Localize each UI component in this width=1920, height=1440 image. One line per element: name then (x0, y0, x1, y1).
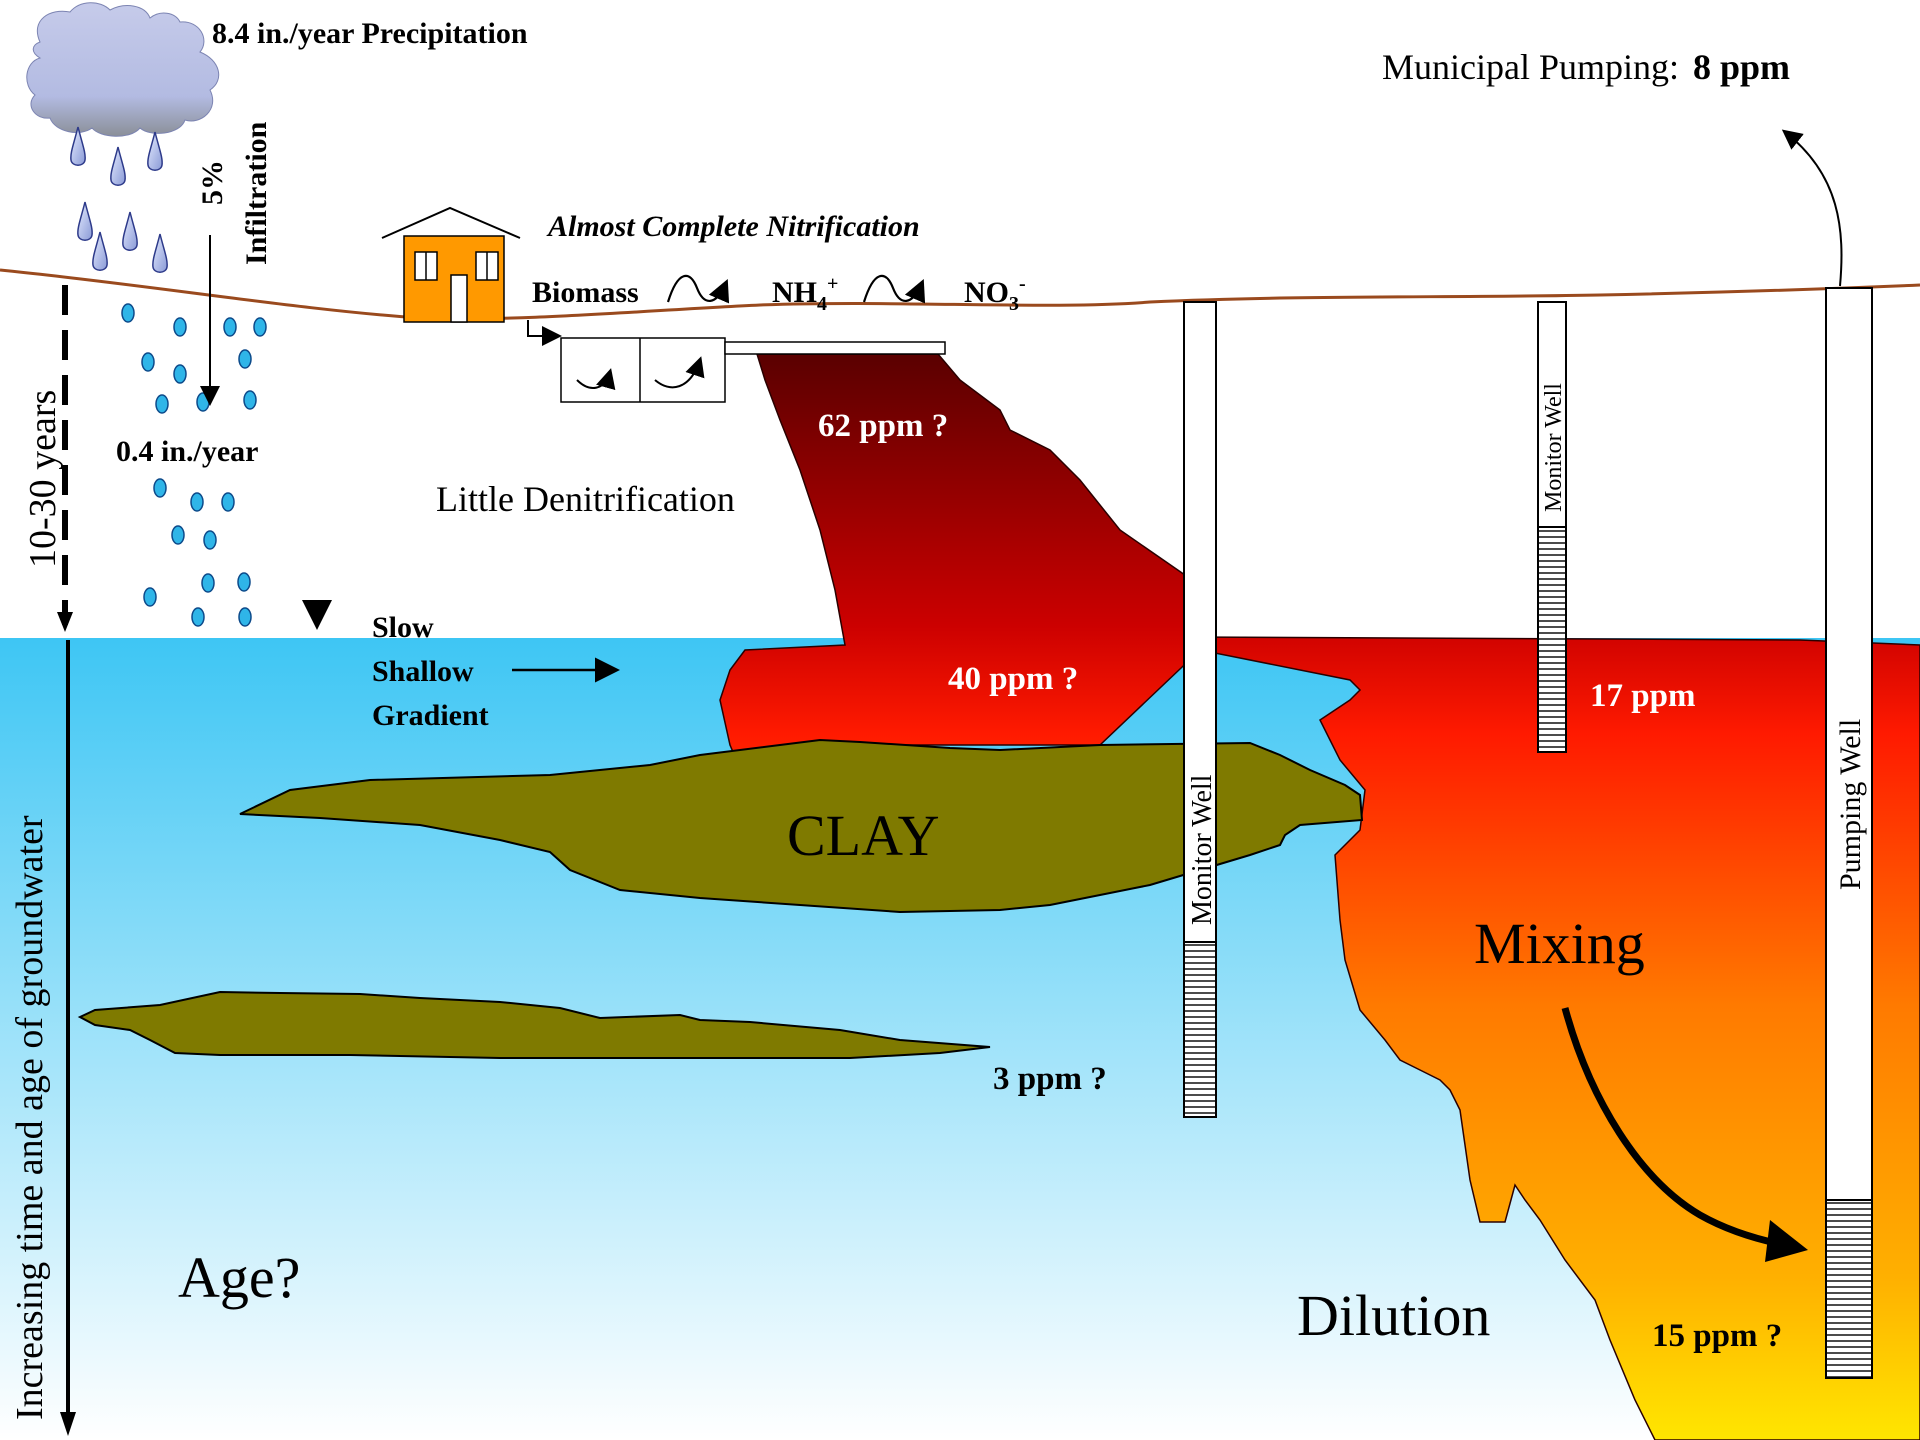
raindrop-icon (77, 201, 93, 241)
concentration-40: 40 ppm ? (948, 661, 1078, 697)
droplet-icon (155, 394, 169, 414)
droplet-icon (201, 573, 215, 593)
monitor-well-1 (1183, 301, 1217, 1118)
concentration-62: 62 ppm ? (818, 408, 948, 444)
clay-label: CLAY (787, 803, 940, 868)
age-label: Age? (178, 1245, 300, 1310)
nitrate-label: NO3- (964, 273, 1026, 315)
ammonium-subscript: 4 (817, 293, 827, 315)
nitrate-superscript: - (1019, 273, 1026, 295)
municipal-pumping-label: Municipal Pumping: 8 ppm (1382, 47, 1790, 87)
wavy-arrow-2 (862, 274, 926, 304)
municipal-pumping-arrow (1781, 129, 1843, 287)
drain-field-pipe (724, 341, 946, 355)
monitor-well-2 (1537, 301, 1567, 753)
biomass-label: Biomass (532, 276, 639, 309)
precipitation-label: 8.4 in./year Precipitation (212, 17, 528, 50)
droplet-icon (237, 572, 251, 592)
droplet-icon (238, 349, 252, 369)
monitor-well-2-label: Monitor Well (1541, 383, 1567, 512)
raindrop-icon (147, 131, 163, 171)
droplet-icon (141, 352, 155, 372)
septic-pipe (527, 320, 562, 346)
raindrop-icon (152, 233, 168, 273)
wavy-arrow-1 (666, 274, 730, 304)
concentration-3: 3 ppm ? (993, 1061, 1107, 1097)
concentration-15: 15 ppm ? (1652, 1318, 1782, 1354)
droplet-icon (153, 478, 167, 498)
time-span-arrowhead (57, 612, 73, 632)
gradient-line-1: Slow (372, 611, 434, 644)
clay-lens-lower (77, 990, 991, 1059)
droplet-icon (191, 607, 205, 627)
droplet-icon (238, 607, 252, 627)
house-icon (381, 206, 521, 323)
nitrate-base: NO (964, 276, 1009, 309)
droplet-icon (196, 392, 210, 412)
municipal-pumping-text: Municipal Pumping: (1382, 47, 1679, 87)
raindrop-icon (110, 146, 126, 186)
droplet-icon (121, 303, 135, 323)
mixing-label: Mixing (1474, 911, 1645, 976)
raindrops (70, 126, 168, 273)
raindrop-icon (92, 231, 108, 271)
dilution-label: Dilution (1297, 1283, 1490, 1348)
groundwater-age-arrowhead (60, 1412, 76, 1436)
nitrification-title: Almost Complete Nitrification (546, 210, 920, 243)
droplet-icon (190, 492, 204, 512)
droplet-icon (223, 317, 237, 337)
droplet-icon (253, 317, 267, 337)
gradient-line-3: Gradient (372, 699, 489, 732)
cloud-icon (26, 2, 220, 137)
groundwater-age-label: Increasing time and age of groundwater (9, 815, 51, 1420)
ground-surface-line (0, 268, 1920, 321)
ammonium-base: NH (772, 276, 817, 309)
raindrop-icon (70, 126, 86, 166)
time-span-label: 10-30 years (22, 390, 64, 568)
raindrop-icon (122, 211, 138, 251)
droplet-icon (173, 317, 187, 337)
septic-tank-icon (560, 337, 726, 403)
concentration-17: 17 ppm (1590, 678, 1695, 714)
municipal-pumping-value: 8 ppm (1693, 47, 1790, 87)
pumping-well (1825, 287, 1873, 1379)
droplet-icon (243, 390, 257, 410)
droplet-icon (221, 492, 235, 512)
droplet-icon (173, 364, 187, 384)
nitrate-subscript: 3 (1009, 293, 1019, 315)
monitor-well-1-label: Monitor Well (1187, 774, 1218, 925)
denitrification-label: Little Denitrification (436, 479, 735, 519)
ammonium-superscript: + (827, 273, 838, 295)
droplet-icon (143, 587, 157, 607)
droplet-icon (171, 525, 185, 545)
infiltration-label: Infiltration (240, 121, 273, 265)
gradient-line-2: Shallow (372, 655, 474, 688)
infiltration-rate: 0.4 in./year (116, 435, 259, 468)
ammonium-label: NH4+ (772, 273, 838, 315)
mixing-arrowhead (1765, 1220, 1808, 1262)
pumping-well-label: Pumping Well (1834, 719, 1867, 890)
nitrate-plume (719, 353, 1920, 1440)
droplet-icon (203, 530, 217, 550)
clay-lens-upper (239, 738, 1364, 914)
infiltration-percent: 5% (196, 160, 229, 205)
mixing-arrow (1561, 1007, 1786, 1249)
water-table-marker (302, 600, 332, 630)
